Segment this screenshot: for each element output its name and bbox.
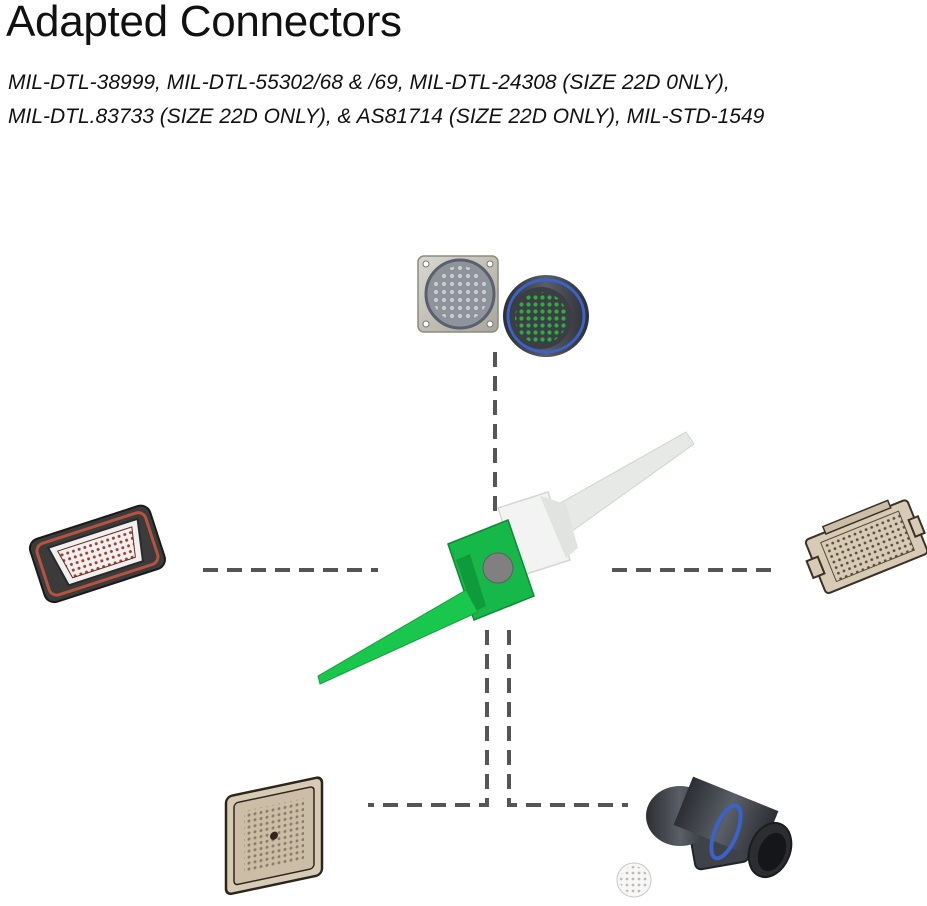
standards-line-2: MIL-DTL.83733 (SIZE 22D ONLY), & AS81714… — [8, 105, 765, 128]
square-connector-icon — [224, 776, 324, 896]
line-bottom-right — [507, 630, 628, 807]
d-sub-connector-icon — [28, 504, 166, 604]
insertion-extraction-tool-icon — [317, 431, 695, 685]
connection-lines — [203, 352, 778, 807]
rectangular-connector-icon — [804, 499, 927, 594]
circular-connector-pair-icon — [417, 255, 589, 357]
circular-bulkhead-connector-icon — [616, 776, 793, 898]
connector-standards-list: MIL-DTL-38999, MIL-DTL-55302/68 & /69, M… — [8, 66, 764, 134]
page-title: Adapted Connectors — [6, 0, 402, 46]
standards-line-1: MIL-DTL-38999, MIL-DTL-55302/68 & /69, M… — [8, 71, 730, 94]
line-bottom-left — [368, 630, 489, 807]
